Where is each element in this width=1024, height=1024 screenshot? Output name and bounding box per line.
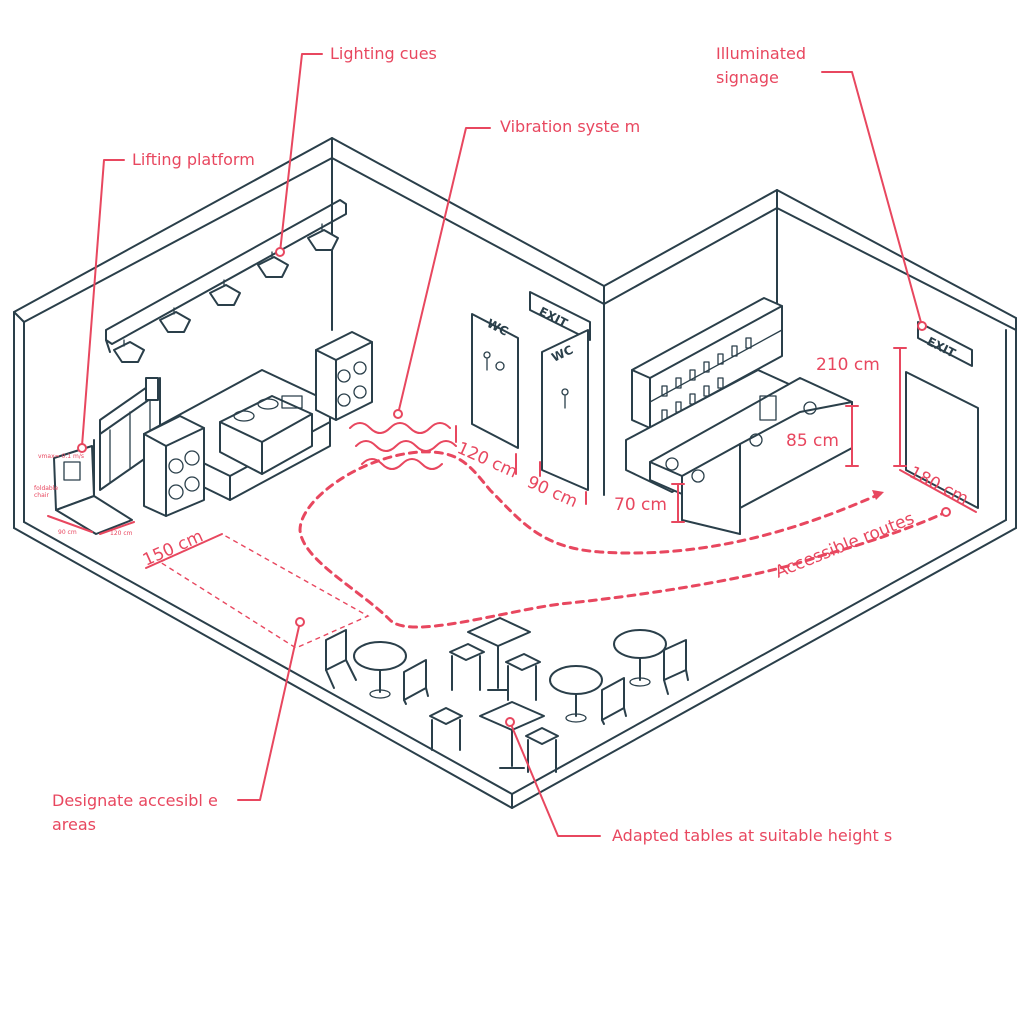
exit-area-right: EXIT: [905, 321, 979, 509]
stool-4: [525, 727, 559, 773]
chair-3: [663, 639, 689, 695]
table-round-2: [613, 629, 667, 687]
leader-tables: [509, 721, 601, 837]
stage-light-5: [307, 223, 339, 251]
table-high-2: [479, 701, 545, 769]
wc-door-2: WC: [541, 329, 589, 491]
platform-chair-text-1: foldable: [34, 485, 58, 492]
designate-areas-label-1: Designate accesibl e: [52, 791, 218, 810]
platform-chair-text-2: chair: [34, 492, 49, 499]
accessible-routes-label: Accessible routes: [772, 509, 917, 583]
lighting-rig: [105, 199, 347, 363]
dimension-labels: 210 cm 85 cm 70 cm 180 cm 120 cm 90 cm 1…: [140, 355, 972, 571]
wc-area: EXIT WC WC: [471, 291, 591, 491]
platform-depth-text: 90 cm: [58, 529, 77, 536]
vibration-system-label: Vibration syste m: [500, 117, 640, 136]
speaker-left: [143, 415, 205, 517]
exit-sign-top: EXIT: [529, 291, 591, 341]
stage-light-4: [257, 251, 289, 278]
furniture: [325, 617, 689, 773]
table-high-1: [467, 617, 531, 691]
vibration-waves: [349, 422, 457, 470]
table-round-1: [353, 641, 407, 699]
dim-150-label: 150 cm: [140, 526, 206, 570]
dj-console: [219, 395, 313, 475]
room-walls: [13, 137, 1017, 809]
adapted-tables-label: Adapted tables at suitable height s: [612, 826, 892, 845]
leader-lifting: [81, 159, 125, 447]
stool-2: [505, 653, 541, 701]
bar-area: [625, 297, 853, 535]
platform-speed-text: vmax= 0.1 m/s: [38, 453, 84, 460]
bottle-row: [661, 337, 752, 421]
dim-70-label: 70 cm: [614, 495, 667, 515]
illuminated-signage-label-2: signage: [716, 68, 779, 87]
dim-85-label: 85 cm: [786, 431, 839, 451]
chair-4: [601, 677, 627, 725]
stage-light-2: [159, 307, 191, 333]
callout-leaders: [77, 53, 927, 837]
stool-1: [449, 643, 485, 691]
lifting-platform: vmax= 0.1 m/s foldable chair 90 cm 120 c…: [34, 377, 161, 537]
leader-lighting: [279, 53, 323, 253]
leader-areas: [237, 621, 301, 801]
dim-210-label: 210 cm: [816, 355, 880, 375]
leader-signage: [821, 71, 923, 327]
illuminated-signage-label-1: Illuminated: [716, 44, 806, 63]
accessible-area-outline: [145, 533, 370, 649]
table-round-3: [549, 665, 603, 723]
speaker-right: [315, 331, 373, 421]
dj-stage: [143, 331, 373, 517]
stage-light-3: [209, 279, 241, 306]
stool-3: [429, 707, 463, 751]
stage-light-1: [113, 339, 145, 363]
wc-door-1: WC: [471, 313, 519, 449]
platform-width-text: 120 cm: [110, 530, 133, 537]
designate-areas-label-2: areas: [52, 815, 96, 834]
dimension-lines: [455, 347, 977, 523]
chair-2: [403, 659, 429, 705]
lifting-platform-label: Lifting platform: [132, 150, 255, 169]
lighting-cues-label: Lighting cues: [330, 44, 437, 63]
chair-1: [325, 629, 357, 689]
leader-vibration: [397, 127, 491, 415]
accessible-routes: [298, 450, 951, 629]
